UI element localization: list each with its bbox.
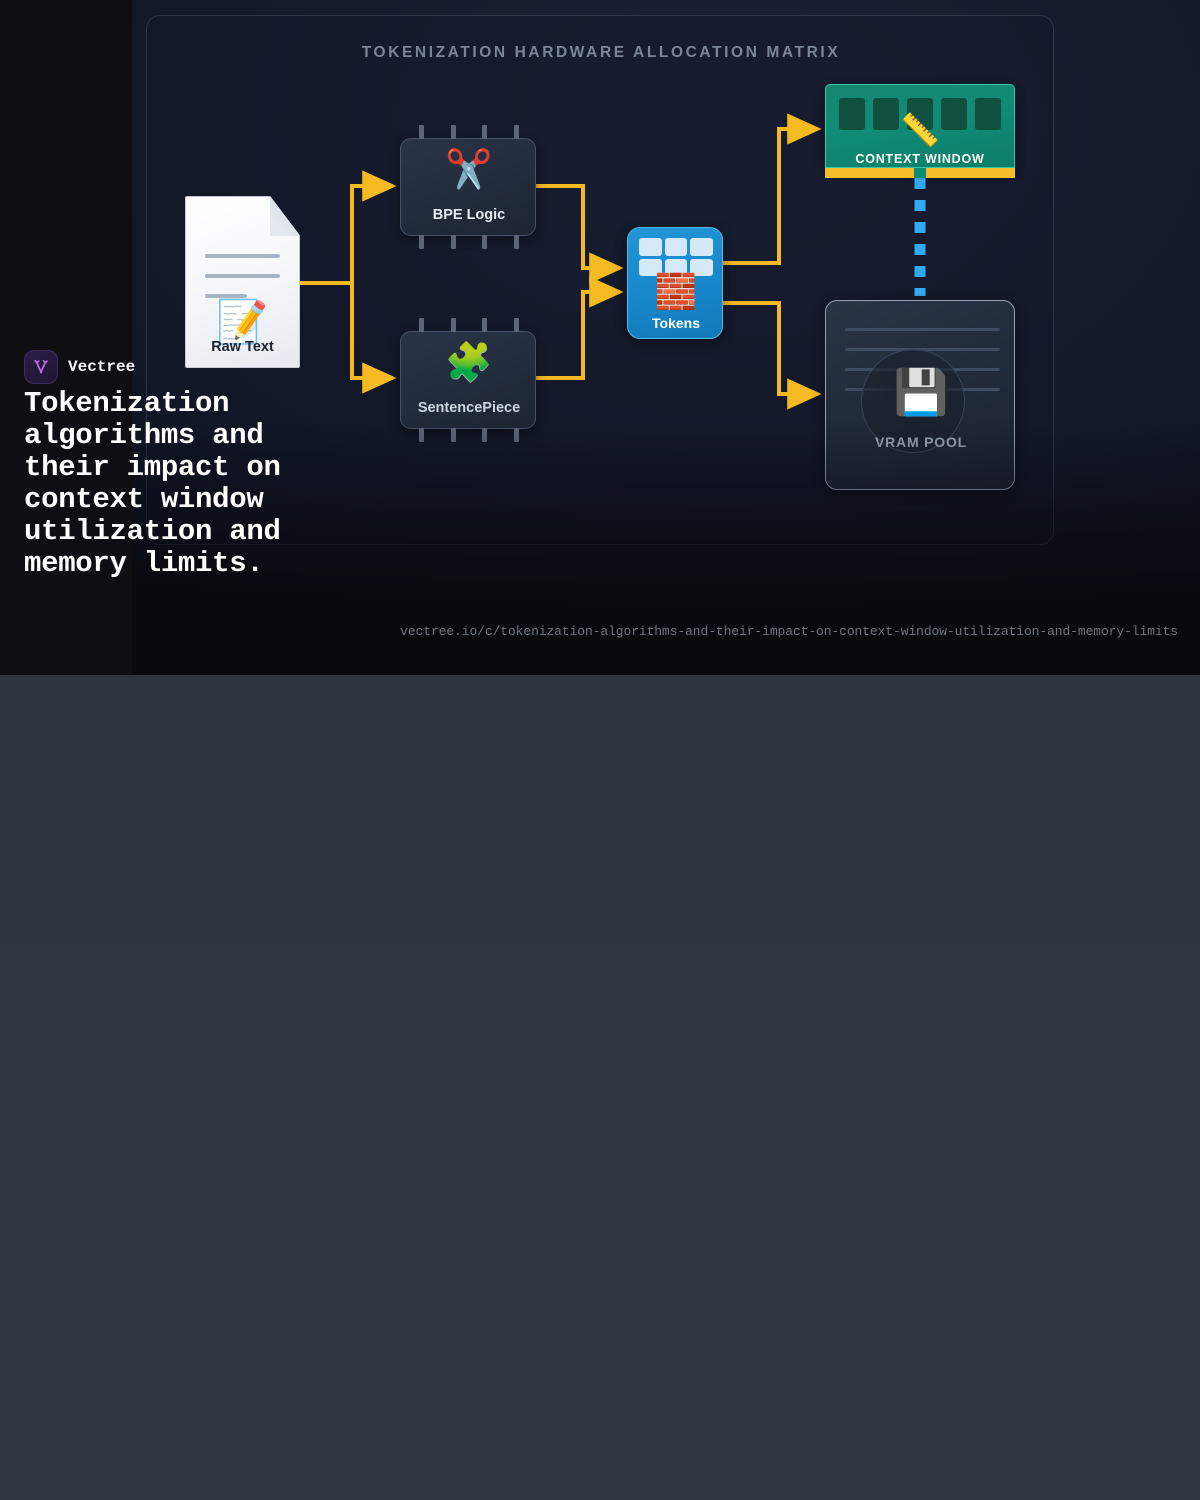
chip-pins-top bbox=[419, 125, 519, 139]
memo-icon: 📝 bbox=[216, 298, 269, 345]
document-fold-corner bbox=[270, 196, 300, 236]
chip-pins-bottom bbox=[419, 235, 519, 249]
node-label-raw-text: Raw Text bbox=[211, 339, 274, 355]
node-bpe-logic[interactable]: ✂️ BPE Logic bbox=[400, 125, 536, 249]
document-text-line bbox=[205, 254, 280, 258]
chip-pins-top bbox=[419, 318, 519, 332]
document-text-line bbox=[205, 274, 280, 278]
token-tile bbox=[639, 238, 662, 256]
node-context-window[interactable]: 📏 CONTEXT WINDOW bbox=[825, 84, 1015, 178]
node-label-context-window: CONTEXT WINDOW bbox=[855, 152, 985, 166]
vectree-logo-icon bbox=[24, 350, 58, 384]
node-label-sentencepiece: SentencePiece bbox=[417, 400, 521, 416]
token-tile bbox=[664, 238, 688, 256]
content-card: TOKENIZATION HARDWARE ALLOCATION MATRIX bbox=[0, 0, 1200, 675]
token-tile-grid bbox=[639, 238, 713, 276]
chip-pins-bottom bbox=[419, 428, 519, 442]
scissors-icon: ✂️ bbox=[445, 149, 493, 191]
headline: Tokenization algorithms and their impact… bbox=[24, 387, 281, 580]
ruler-icon: 📏 bbox=[900, 112, 940, 148]
brand-block: Vectree bbox=[24, 350, 135, 384]
node-tokens[interactable]: 🧱 Tokens bbox=[627, 227, 723, 339]
token-tile bbox=[690, 238, 713, 256]
node-raw-text[interactable]: 📝 Raw Text bbox=[185, 196, 300, 368]
node-label-vram-pool: VRAM POOL bbox=[875, 434, 967, 450]
brick-wall-icon: 🧱 bbox=[654, 273, 698, 311]
ram-connector-notch bbox=[914, 168, 926, 178]
node-label-bpe-logic: BPE Logic bbox=[432, 207, 506, 223]
node-sentencepiece[interactable]: 🧩 SentencePiece bbox=[400, 318, 536, 442]
panel-title: TOKENIZATION HARDWARE ALLOCATION MATRIX bbox=[361, 44, 841, 61]
article-url: vectree.io/c/tokenization-algorithms-and… bbox=[400, 624, 1178, 639]
brand-name: Vectree bbox=[68, 358, 136, 376]
floppy-disk-icon: 💾 bbox=[893, 368, 949, 417]
node-label-tokens: Tokens bbox=[652, 315, 700, 331]
puzzle-piece-icon: 🧩 bbox=[445, 342, 493, 384]
storage-line bbox=[845, 328, 1000, 331]
node-vram-pool[interactable]: 💾 VRAM POOL bbox=[825, 300, 1015, 490]
